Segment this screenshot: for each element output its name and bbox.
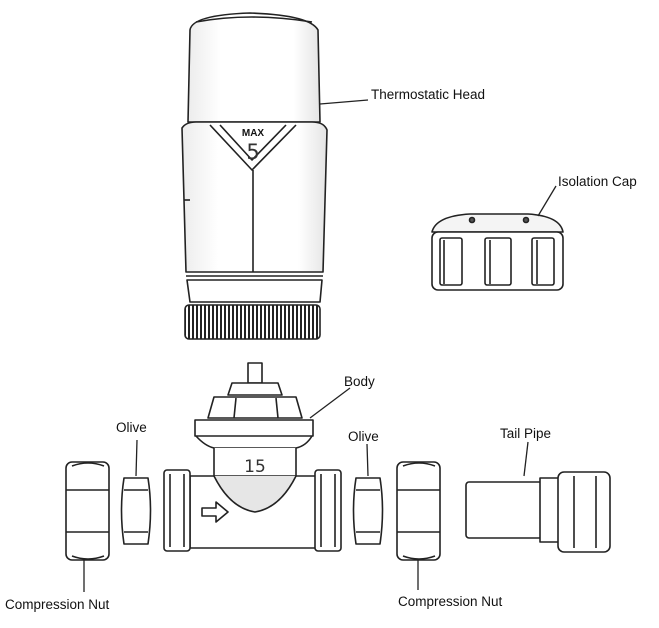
- compression-nut-left: [65, 461, 110, 561]
- label-compression-nut-left: Compression Nut: [5, 597, 110, 612]
- label-thermostatic-head: Thermostatic Head: [371, 87, 485, 102]
- compression-nut-right: [396, 461, 441, 561]
- label-olive-right: Olive: [348, 429, 379, 444]
- label-isolation-cap: Isolation Cap: [558, 174, 637, 189]
- olive-left: [120, 477, 152, 545]
- label-compression-nut-right: Compression Nut: [398, 594, 503, 609]
- leader-lines: [83, 99, 557, 592]
- setting-marking: 5: [246, 140, 259, 164]
- thermostatic-head: [181, 12, 328, 340]
- olive-right: [352, 477, 384, 545]
- tail-pipe: [465, 471, 611, 553]
- isolation-cap: [431, 213, 564, 291]
- valve-body: [163, 362, 342, 552]
- label-olive-left: Olive: [116, 420, 147, 435]
- label-tail-pipe: Tail Pipe: [500, 426, 551, 441]
- max-marking: MAX: [242, 128, 265, 139]
- label-body: Body: [344, 374, 375, 389]
- body-size-marking: 15: [244, 457, 266, 477]
